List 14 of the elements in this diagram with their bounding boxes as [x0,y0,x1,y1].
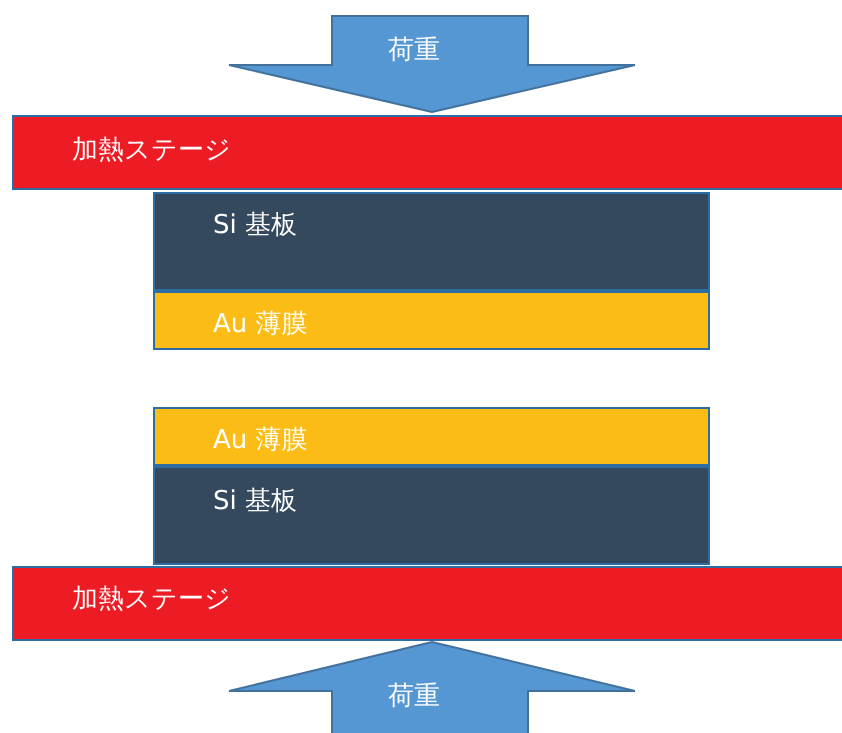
layer-label: Si 基板 [213,488,297,514]
layer-label: Si 基板 [213,212,297,238]
layer-label: Au 薄膜 [213,427,308,453]
load-label: 荷重 [388,37,440,63]
film-layer [153,407,710,466]
layer-label: Au 薄膜 [213,311,308,337]
layer-label: 加熱ステージ [72,137,231,163]
film-layer [153,291,710,350]
substrate-layer [153,466,710,565]
heating-stage [12,115,842,190]
load-label: 荷重 [388,683,440,709]
heating-stage [12,566,842,641]
substrate-layer [153,192,710,291]
layer-label: 加熱ステージ [72,586,231,612]
